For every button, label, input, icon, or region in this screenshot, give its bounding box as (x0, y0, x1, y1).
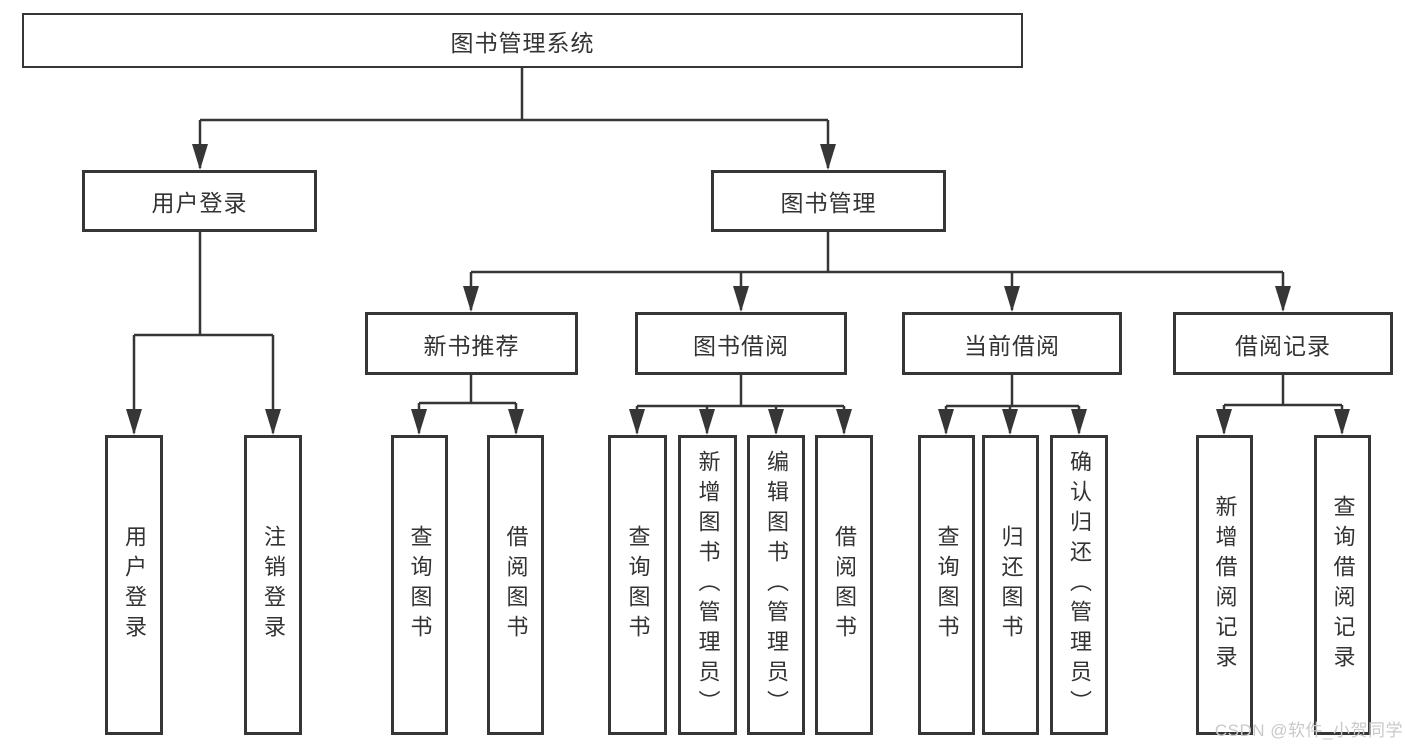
leaf-user-login-label: 用户登录 (122, 525, 147, 645)
node-current-borrow: 当前借阅 (902, 312, 1122, 375)
leaf-add-borrow-record: 新增借阅记录 (1196, 435, 1253, 735)
node-borrow-records-label: 借阅记录 (1235, 332, 1331, 359)
node-new-book-recommend-label: 新书推荐 (423, 332, 520, 359)
leaf-logout: 注销登录 (244, 435, 302, 735)
leaf-borrow-query-books: 查询图书 (608, 435, 667, 735)
node-borrow-records: 借阅记录 (1173, 312, 1393, 375)
leaf-user-login: 用户登录 (105, 435, 163, 735)
leaf-edit-book-admin-label: 编辑图书（管理员） (764, 450, 789, 720)
leaf-add-book-admin: 新增图书（管理员） (678, 435, 737, 735)
node-library-system: 图书管理系统 (22, 13, 1023, 68)
node-new-book-recommend: 新书推荐 (365, 312, 578, 375)
node-book-management: 图书管理 (711, 170, 946, 232)
leaf-current-query-books: 查询图书 (918, 435, 975, 735)
leaf-add-borrow-record-label: 新增借阅记录 (1212, 495, 1238, 675)
leaf-borrow-book: 借阅图书 (815, 435, 873, 735)
leaf-confirm-return-admin-label: 确认归还（管理员） (1067, 450, 1092, 720)
leaf-edit-book-admin: 编辑图书（管理员） (747, 435, 805, 735)
edge-paths (132, 68, 1344, 433)
node-book-borrow: 图书借阅 (635, 312, 847, 375)
leaf-logout-label: 注销登录 (261, 525, 286, 645)
leaf-query-borrow-record-label: 查询借阅记录 (1330, 495, 1356, 675)
leaf-query-borrow-record: 查询借阅记录 (1314, 435, 1371, 735)
node-book-management-label: 图书管理 (780, 190, 877, 216)
leaf-borrow-book-label: 借阅图书 (832, 525, 857, 645)
leaf-newbook-query-books-label: 查询图书 (407, 525, 433, 645)
leaf-current-query-books-label: 查询图书 (934, 525, 960, 645)
node-book-borrow-label: 图书借阅 (693, 332, 789, 359)
node-library-system-label: 图书管理系统 (450, 29, 595, 56)
leaf-borrow-query-books-label: 查询图书 (625, 525, 651, 645)
leaf-return-book-label: 归还图书 (998, 525, 1024, 645)
node-user-login-label: 用户登录 (151, 190, 248, 216)
node-user-login: 用户登录 (82, 170, 317, 232)
leaf-return-book: 归还图书 (982, 435, 1039, 735)
leaf-newbook-borrow-books: 借阅图书 (487, 435, 544, 735)
arrowheads (126, 144, 1350, 435)
leaf-newbook-query-books: 查询图书 (391, 435, 448, 735)
leaf-newbook-borrow-books-label: 借阅图书 (503, 525, 529, 645)
leaf-confirm-return-admin: 确认归还（管理员） (1050, 435, 1108, 735)
leaf-add-book-admin-label: 新增图书（管理员） (695, 450, 721, 720)
node-current-borrow-label: 当前借阅 (964, 332, 1060, 359)
csdn-watermark: CSDN @软件_小贺同学 (1214, 721, 1403, 740)
